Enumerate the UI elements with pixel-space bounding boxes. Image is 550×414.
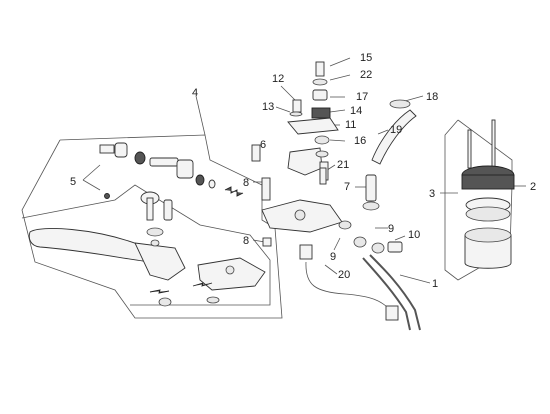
outline-lever-group xyxy=(21,134,283,319)
callout-6: 6 xyxy=(260,139,266,151)
callout-labels: 1 2 3 4 5 6 7 8 8 9 9 10 11 12 13 14 15 … xyxy=(70,52,536,290)
callout-7: 7 xyxy=(344,181,350,193)
callout-8b: 8 xyxy=(243,235,249,247)
brake-hose xyxy=(362,254,421,331)
callout-12: 12 xyxy=(272,73,284,85)
pivot-pin xyxy=(140,191,220,307)
reservoir-cap-stack xyxy=(287,61,339,145)
callout-2: 2 xyxy=(530,181,536,193)
brake-lever xyxy=(28,228,186,281)
callout-13: 13 xyxy=(262,101,274,113)
callout-9a: 9 xyxy=(388,223,394,235)
lever-bracket xyxy=(197,257,266,291)
piston-assembly xyxy=(99,142,244,197)
banjo-bolt xyxy=(338,220,403,254)
brake-light-switch xyxy=(299,244,399,321)
callout-5: 5 xyxy=(70,176,76,188)
leader-lines xyxy=(82,57,526,284)
callout-14: 14 xyxy=(350,105,362,117)
callout-1: 1 xyxy=(432,278,438,290)
callout-8a: 8 xyxy=(243,177,249,189)
callout-18: 18 xyxy=(426,91,438,103)
hose-fitting xyxy=(362,174,380,211)
callout-15: 15 xyxy=(360,52,372,64)
callout-20: 20 xyxy=(338,269,350,281)
callout-22: 22 xyxy=(360,69,372,81)
callout-9b: 9 xyxy=(330,251,336,263)
reservoir-hose xyxy=(371,99,417,165)
small-hardware xyxy=(104,167,327,247)
master-cylinder-body xyxy=(251,144,343,233)
outline-lever-inner xyxy=(21,184,271,306)
remote-reservoir xyxy=(461,119,515,269)
callout-21: 21 xyxy=(337,159,349,171)
callout-19: 19 xyxy=(390,124,402,136)
callout-4: 4 xyxy=(192,87,198,99)
callout-17: 17 xyxy=(356,91,368,103)
callout-3: 3 xyxy=(429,188,435,200)
callout-10: 10 xyxy=(408,229,420,241)
callout-16: 16 xyxy=(354,135,366,147)
callout-11: 11 xyxy=(345,119,356,131)
